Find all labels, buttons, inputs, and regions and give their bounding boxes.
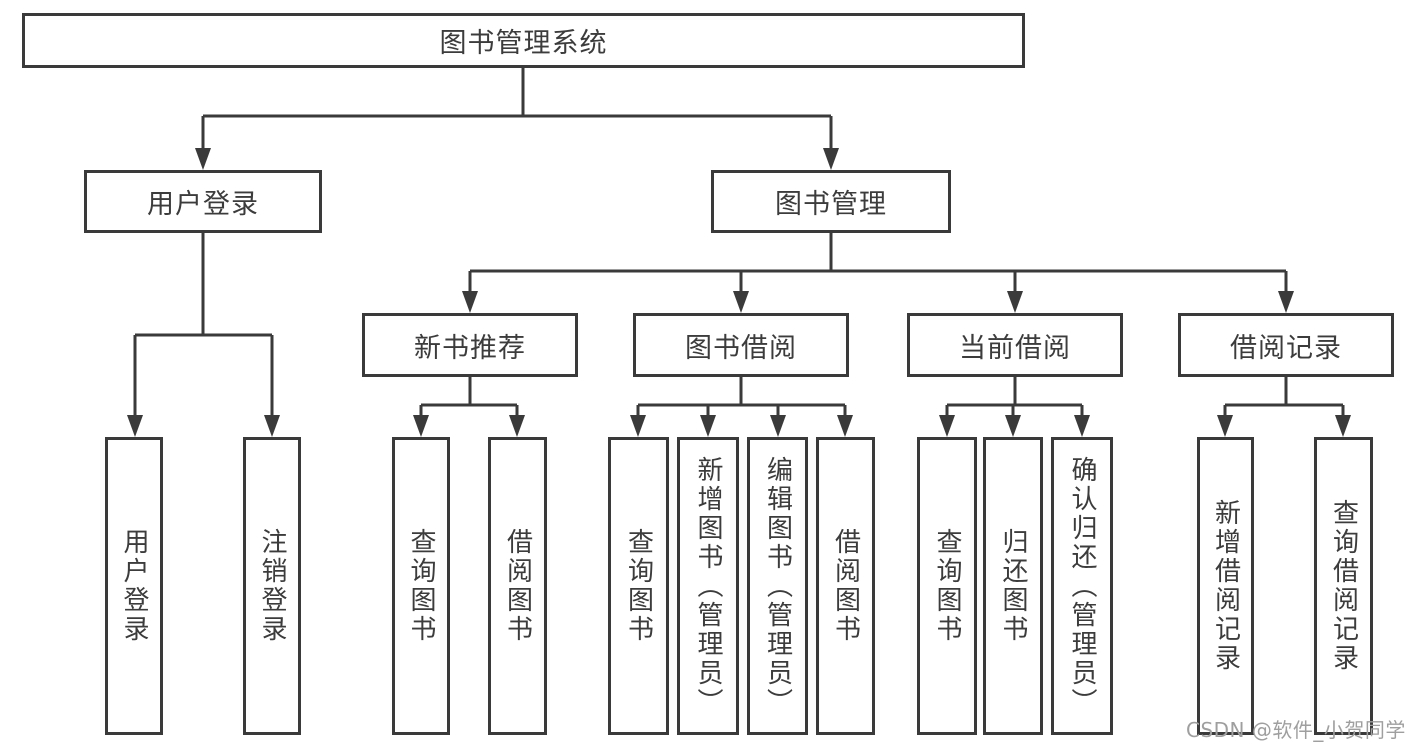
leaf-user-login-label: 用户登录 — [119, 528, 149, 644]
node-current-borrow-label: 当前借阅 — [959, 332, 1071, 364]
leaf-edit-book-admin-label: 编辑图书（管理员） — [762, 455, 793, 717]
node-book-borrow: 图书借阅 — [633, 313, 849, 377]
leaf-query-books-borrow-label: 查询图书 — [623, 528, 654, 644]
node-root: 图书管理系统 — [22, 13, 1025, 68]
leaf-add-book-admin: 新增图书（管理员） — [677, 437, 739, 735]
leaf-confirm-return-admin: 确认归还（管理员） — [1051, 437, 1113, 735]
leaf-user-login: 用户登录 — [105, 437, 163, 735]
leaf-return-book: 归还图书 — [983, 437, 1043, 735]
leaf-borrow-books: 借阅图书 — [816, 437, 875, 735]
leaf-add-book-admin-label: 新增图书（管理员） — [693, 455, 723, 717]
leaf-borrow-books-recommend: 借阅图书 — [488, 437, 547, 735]
leaf-add-borrow-record-label: 新增借阅记录 — [1210, 499, 1241, 673]
leaf-query-books-current-label: 查询图书 — [932, 528, 962, 644]
node-new-book-recommend-label: 新书推荐 — [414, 332, 526, 364]
leaf-logout-label: 注销登录 — [257, 528, 287, 644]
node-borrow-records-label: 借阅记录 — [1230, 332, 1342, 364]
leaf-query-books-borrow: 查询图书 — [608, 437, 669, 735]
leaf-query-books-current: 查询图书 — [917, 437, 977, 735]
leaf-borrow-books-recommend-label: 借阅图书 — [502, 528, 533, 644]
node-book-management-label: 图书管理 — [775, 189, 887, 220]
leaf-query-books-recommend-label: 查询图书 — [406, 528, 436, 644]
node-book-management: 图书管理 — [711, 170, 951, 233]
leaf-borrow-books-label: 借阅图书 — [830, 528, 861, 644]
leaf-query-borrow-record: 查询借阅记录 — [1314, 437, 1373, 735]
node-current-borrow: 当前借阅 — [907, 313, 1123, 377]
leaf-add-borrow-record: 新增借阅记录 — [1197, 437, 1254, 735]
leaf-logout: 注销登录 — [243, 437, 301, 735]
leaf-query-borrow-record-label: 查询借阅记录 — [1328, 499, 1359, 673]
node-user-login: 用户登录 — [84, 170, 322, 233]
leaf-query-books-recommend: 查询图书 — [392, 437, 450, 735]
node-new-book-recommend: 新书推荐 — [362, 313, 578, 377]
node-user-login-label: 用户登录 — [147, 189, 259, 220]
node-book-borrow-label: 图书借阅 — [685, 332, 797, 364]
node-borrow-records: 借阅记录 — [1178, 313, 1394, 377]
leaf-confirm-return-admin-label: 确认归还（管理员） — [1067, 455, 1097, 717]
leaf-edit-book-admin: 编辑图书（管理员） — [747, 437, 808, 735]
node-root-label: 图书管理系统 — [439, 28, 608, 59]
watermark: CSDN @软件_小贺同学 — [1186, 718, 1405, 742]
leaf-return-book-label: 归还图书 — [998, 528, 1028, 644]
